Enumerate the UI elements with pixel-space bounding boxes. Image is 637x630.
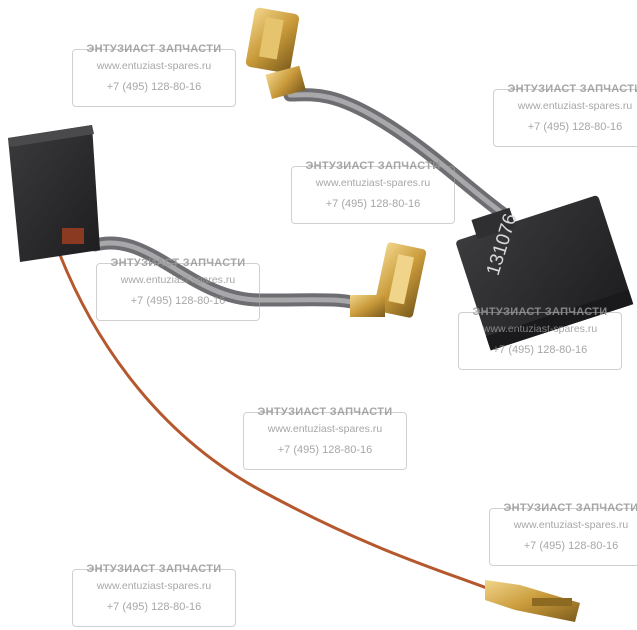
watermark-company: ЭНТУЗИАСТ ЗАПЧАСТИ [305, 160, 441, 172]
watermark: ЭНТУЗИАСТ ЗАПЧАСТИ www.entuziast-spares.… [458, 306, 622, 370]
watermark-phone: +7 (495) 128-80-16 [325, 198, 421, 210]
watermark-company: ЭНТУЗИАСТ ЗАПЧАСТИ [472, 306, 608, 318]
watermark-website: www.entuziast-spares.ru [120, 274, 236, 286]
watermark-company: ЭНТУЗИАСТ ЗАПЧАСТИ [503, 502, 637, 514]
watermark-website: www.entuziast-spares.ru [482, 323, 598, 335]
watermark-website: www.entuziast-spares.ru [315, 177, 431, 189]
top-terminal [245, 7, 306, 99]
watermark-phone: +7 (495) 128-80-16 [130, 295, 226, 307]
watermark-phone: +7 (495) 128-80-16 [523, 540, 619, 552]
left-carbon-brush [8, 125, 100, 262]
watermark: ЭНТУЗИАСТ ЗАПЧАСТИ www.entuziast-spares.… [291, 160, 455, 224]
watermark: ЭНТУЗИАСТ ЗАПЧАСТИ www.entuziast-spares.… [72, 43, 236, 107]
middle-terminal [350, 242, 427, 318]
watermark-website: www.entuziast-spares.ru [96, 580, 212, 592]
watermark-website: www.entuziast-spares.ru [267, 423, 383, 435]
watermark-company: ЭНТУЗИАСТ ЗАПЧАСТИ [507, 83, 637, 95]
watermark-phone: +7 (495) 128-80-16 [527, 121, 623, 133]
watermark-company: ЭНТУЗИАСТ ЗАПЧАСТИ [86, 563, 222, 575]
watermark-phone: +7 (495) 128-80-16 [277, 444, 373, 456]
watermark: ЭНТУЗИАСТ ЗАПЧАСТИ www.entuziast-spares.… [489, 502, 637, 566]
watermark: ЭНТУЗИАСТ ЗАПЧАСТИ www.entuziast-spares.… [493, 83, 637, 147]
bottom-terminal [485, 580, 580, 622]
watermark-phone: +7 (495) 128-80-16 [106, 601, 202, 613]
watermark: ЭНТУЗИАСТ ЗАПЧАСТИ www.entuziast-spares.… [243, 406, 407, 470]
watermark-company: ЭНТУЗИАСТ ЗАПЧАСТИ [257, 406, 393, 418]
watermark-website: www.entuziast-spares.ru [513, 519, 629, 531]
watermark: ЭНТУЗИАСТ ЗАПЧАСТИ www.entuziast-spares.… [72, 563, 236, 627]
watermark-company: ЭНТУЗИАСТ ЗАПЧАСТИ [86, 43, 222, 55]
watermark-phone: +7 (495) 128-80-16 [106, 81, 202, 93]
watermark-company: ЭНТУЗИАСТ ЗАПЧАСТИ [110, 257, 246, 269]
watermark-phone: +7 (495) 128-80-16 [492, 344, 588, 356]
right-carbon-brush: 131076 [456, 195, 634, 351]
watermark-website: www.entuziast-spares.ru [517, 100, 633, 112]
copper-wire [58, 254, 493, 592]
watermark: ЭНТУЗИАСТ ЗАПЧАСТИ www.entuziast-spares.… [96, 257, 260, 321]
watermark-website: www.entuziast-spares.ru [96, 60, 212, 72]
